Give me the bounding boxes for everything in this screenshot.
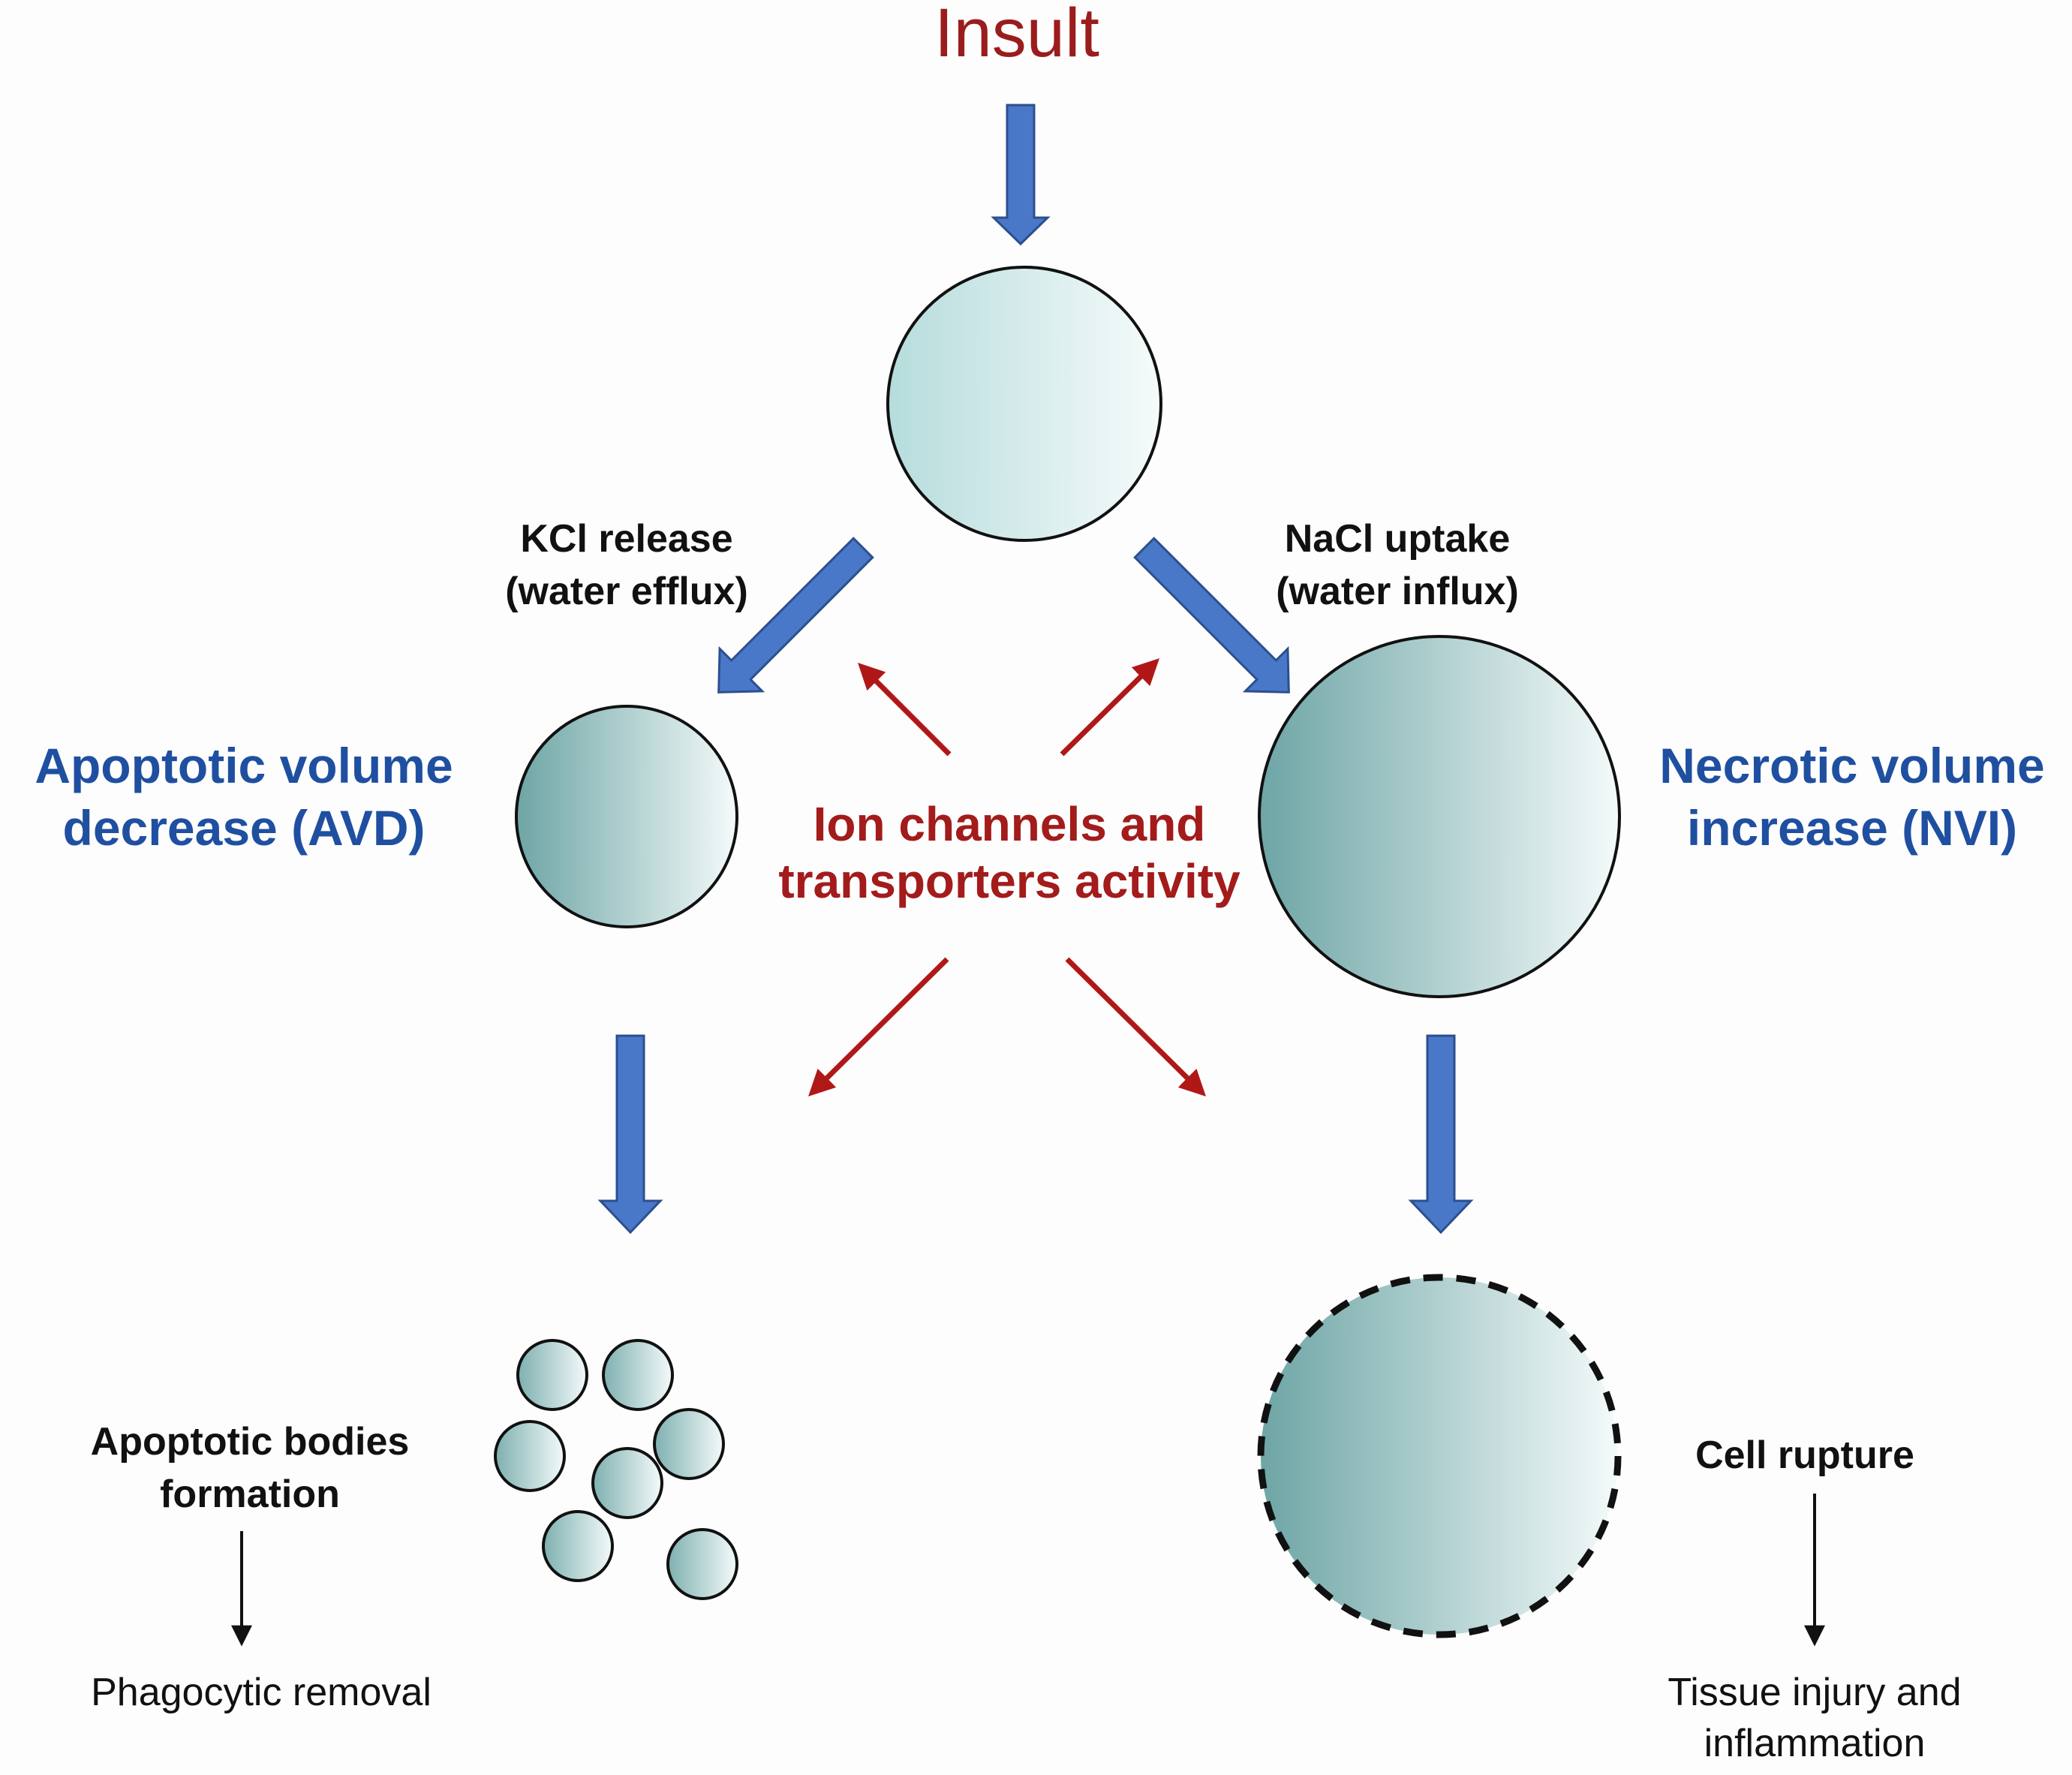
nvi-title-line2: increase (NVI) <box>1687 800 2017 856</box>
right-diagonal-arrow <box>1133 537 1290 693</box>
insult-down-arrow <box>991 104 1051 246</box>
central-label-line1: Ion channels and <box>813 797 1206 851</box>
left-down-arrow <box>597 1034 663 1235</box>
apoptotic-body <box>591 1447 663 1519</box>
apoptotic-bodies-label-line2: formation <box>160 1473 340 1516</box>
water-efflux-label: (water efflux) <box>505 570 748 613</box>
initial-cell <box>886 266 1162 542</box>
apoptotic-body <box>666 1528 738 1600</box>
apoptotic-body <box>542 1510 614 1582</box>
water-influx-label: (water influx) <box>1276 570 1519 613</box>
swollen-cell <box>1258 635 1621 998</box>
avd-title-line2: decrease (AVD) <box>63 800 426 856</box>
avd-title-line1: Apoptotic volume <box>35 738 453 793</box>
red-arrow-down-left <box>808 957 949 1097</box>
ruptured-cell <box>1257 1274 1622 1638</box>
apoptotic-body <box>653 1408 725 1480</box>
central-label-line2: transporters activity <box>778 854 1240 908</box>
cell-rupture-label: Cell rupture <box>1695 1434 1914 1477</box>
nvi-title-line1: Necrotic volume <box>1659 738 2045 793</box>
insult-title: Insult <box>934 0 1099 71</box>
red-arrow-up-left <box>858 663 952 757</box>
kcl-release-label: KCl release <box>520 517 732 561</box>
nacl-uptake-label: NaCl uptake <box>1285 517 1511 561</box>
right-down-arrow <box>1408 1034 1474 1235</box>
apoptotic-bodies-label-line1: Apoptotic bodies <box>91 1420 410 1464</box>
tissue-injury-label-line2: inflammation <box>1704 1722 1926 1765</box>
red-arrows <box>808 658 1206 1097</box>
phagocytic-removal-label: Phagocytic removal <box>91 1671 432 1714</box>
apoptotic-body <box>494 1420 566 1492</box>
red-arrow-up-right <box>1060 658 1159 757</box>
blue-arrows <box>597 104 1474 1235</box>
left-diagonal-arrow <box>717 537 874 693</box>
black-arrows <box>231 1494 1825 1647</box>
red-arrow-down-right <box>1065 957 1206 1097</box>
apoptotic-body <box>602 1339 674 1411</box>
apoptotic-body <box>516 1339 588 1411</box>
shrunken-cell <box>515 705 738 928</box>
tissue-injury-label-line1: Tissue injury and <box>1668 1671 1961 1714</box>
apoptotic-bodies <box>494 1339 738 1600</box>
